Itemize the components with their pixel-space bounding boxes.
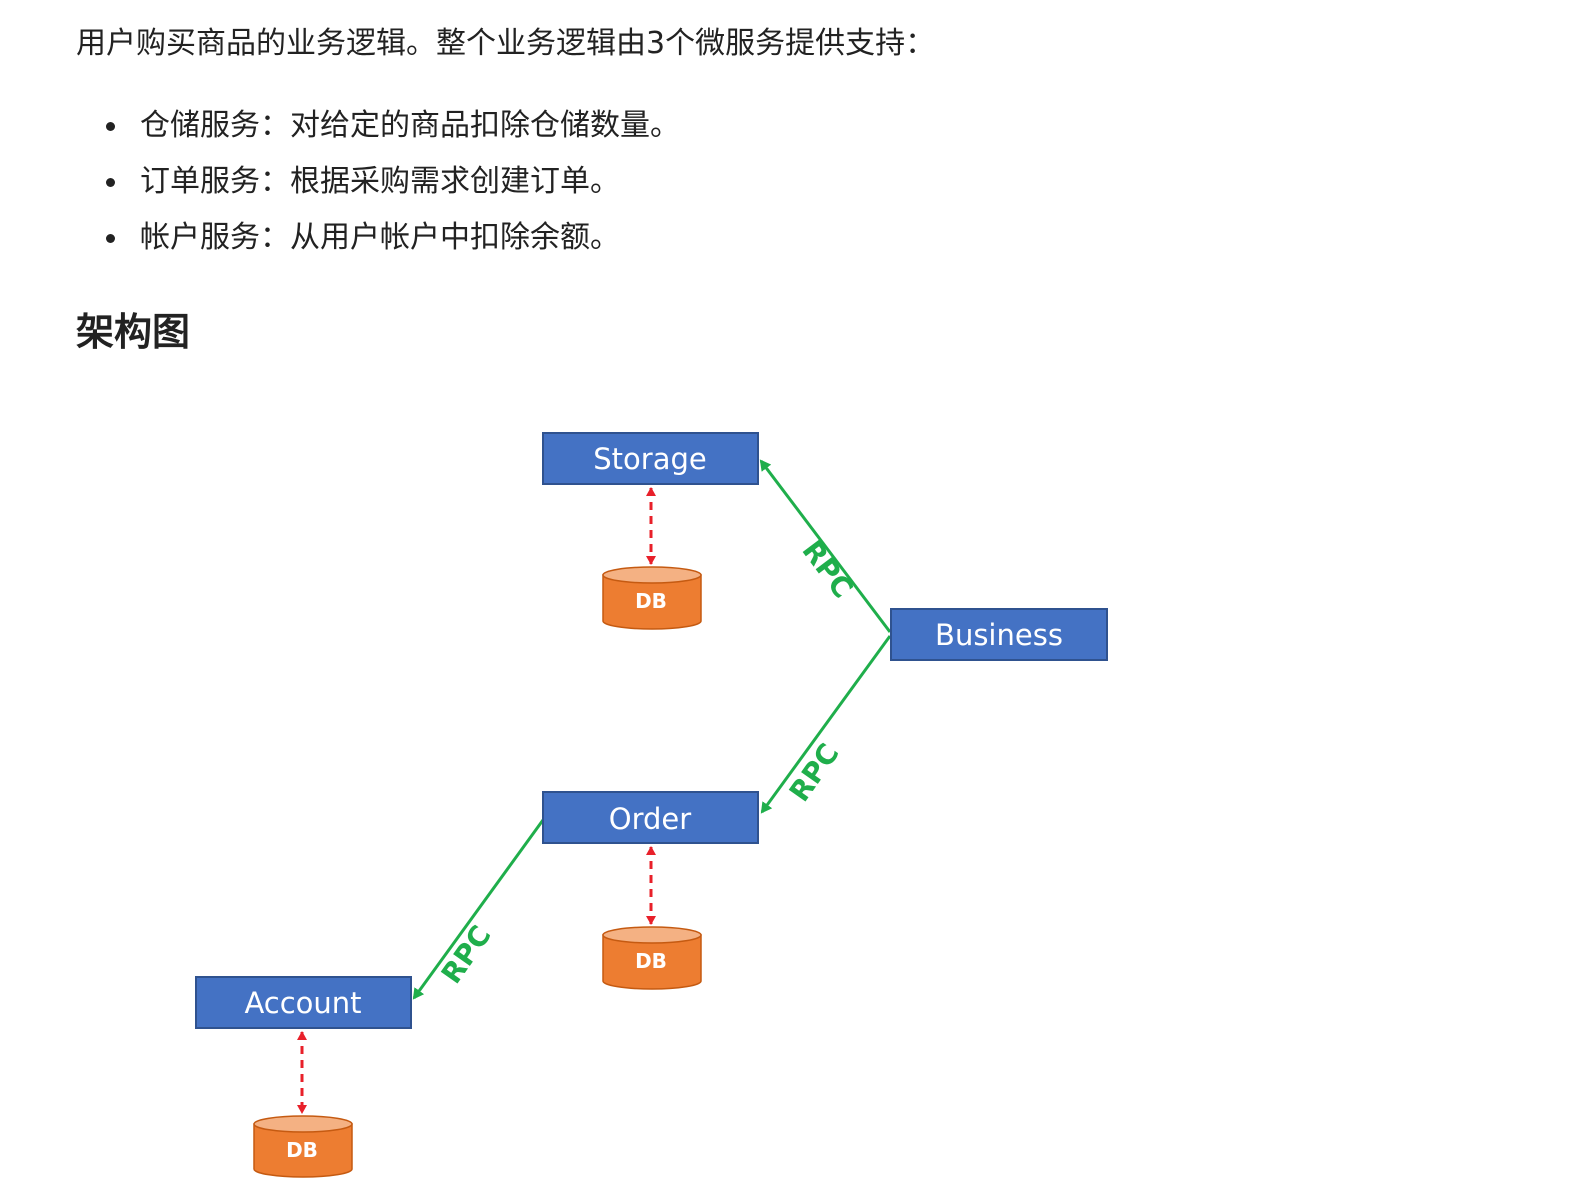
db-label: DB — [635, 949, 667, 973]
rpc-label-storage: RPC — [796, 534, 860, 604]
service-storage-text: 仓储服务：对给定的商品扣除仓储数量。 — [140, 108, 680, 143]
section-title: 架构图 — [76, 310, 191, 354]
order-label: Order — [609, 802, 691, 836]
account-label: Account — [244, 986, 361, 1020]
storage-label: Storage — [593, 442, 706, 476]
bullet-icon — [106, 178, 115, 187]
intro-text: 用户购买商品的业务逻辑。整个业务逻辑由3个微服务提供支持： — [76, 26, 936, 61]
list-item: 订单服务：根据采购需求创建订单。 — [76, 154, 680, 210]
order-node: Order — [542, 791, 759, 844]
list-item: 仓储服务：对给定的商品扣除仓储数量。 — [76, 98, 680, 154]
business-label: Business — [935, 618, 1063, 652]
account-node: Account — [195, 976, 412, 1029]
business-node: Business — [890, 608, 1108, 661]
rpc-edge-order-account — [412, 819, 545, 1000]
service-order-text: 订单服务：根据采购需求创建订单。 — [140, 164, 620, 199]
service-account-text: 帐户服务：从用户帐户中扣除余额。 — [140, 220, 620, 255]
service-list: 仓储服务：对给定的商品扣除仓储数量。 订单服务：根据采购需求创建订单。 帐户服务… — [76, 98, 680, 266]
storage-node: Storage — [542, 432, 759, 485]
rpc-edge-business-order — [760, 635, 892, 814]
bullet-icon — [106, 122, 115, 131]
account-db: DB — [253, 1115, 353, 1178]
order-db: DB — [602, 926, 702, 990]
db-label: DB — [286, 1138, 318, 1162]
db-label: DB — [635, 589, 667, 613]
list-item: 帐户服务：从用户帐户中扣除余额。 — [76, 210, 680, 266]
storage-db: DB — [602, 566, 702, 630]
bullet-icon — [106, 234, 115, 243]
rpc-edge-business-storage — [759, 459, 892, 633]
